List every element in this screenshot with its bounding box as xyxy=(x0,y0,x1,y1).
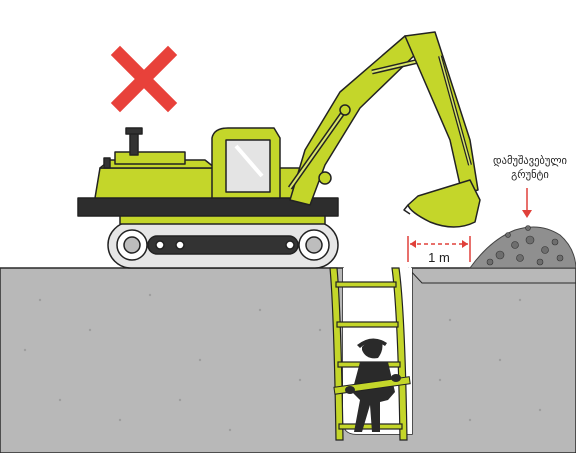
spoil-label-line1: დამუშავებული xyxy=(493,155,567,167)
excavator xyxy=(77,31,481,269)
distance-label: 1 m xyxy=(428,250,450,265)
worker xyxy=(333,338,411,432)
spoil-label-line2: გრუნტი xyxy=(511,169,549,181)
spoil-label: დამუშავებული გრუნტი xyxy=(493,155,567,218)
ground xyxy=(0,267,576,453)
red-x-icon xyxy=(110,45,178,113)
distance-marker: 1 m xyxy=(407,236,471,265)
spoil-pile xyxy=(469,225,576,269)
